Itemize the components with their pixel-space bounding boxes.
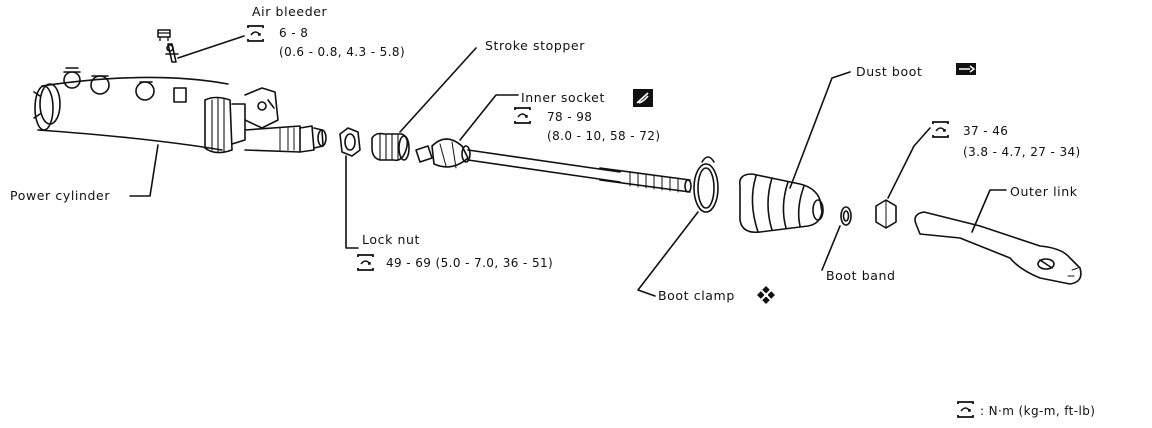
outer-link-nut-part — [876, 200, 896, 228]
boot-clamp-leader — [638, 212, 698, 296]
inner-socket-torque-detail: (8.0 - 10, 58 - 72) — [547, 129, 661, 143]
power-cylinder-part — [34, 68, 326, 153]
air-bleeder-leader — [178, 36, 244, 58]
lock-nut-leader — [346, 156, 358, 248]
grease-icon — [633, 89, 653, 107]
air-bleeder-cap-icon — [157, 28, 171, 41]
inner-socket-leader — [460, 95, 518, 140]
dust-boot-part — [740, 174, 823, 232]
lock-nut-torque-value: 49 - 69 (5.0 - 7.0, 36 - 51) — [386, 256, 554, 270]
boot-clamp-symbol-icon — [757, 286, 775, 304]
grease-icon — [956, 63, 976, 75]
dust-boot-leader — [790, 72, 850, 188]
boot-band-part — [841, 207, 851, 225]
boot-band-label: Boot band — [826, 268, 896, 283]
dust-boot-label: Dust boot — [856, 64, 923, 79]
stroke-stopper-part — [372, 134, 409, 161]
outer-link-torque-value: 37 - 46 — [963, 124, 1009, 138]
legend-unit-text: : N·m (kg-m, ft-lb) — [980, 404, 1096, 418]
torque-wrench-icon — [956, 400, 975, 419]
inner-socket-part — [416, 139, 691, 192]
torque-wrench-icon — [931, 120, 950, 139]
air-bleeder-part — [166, 44, 178, 62]
stroke-stopper-label: Stroke stopper — [485, 38, 585, 53]
outer-link-torque-detail: (3.8 - 4.7, 27 - 34) — [963, 145, 1081, 159]
stroke-stopper-leader — [400, 48, 476, 132]
air-bleeder-torque-value: 6 - 8 — [279, 26, 309, 40]
outer-link-nut-leader — [888, 128, 930, 198]
air-bleeder-label: Air bleeder — [252, 4, 328, 19]
torque-wrench-icon — [513, 106, 532, 125]
outer-link-label: Outer link — [1010, 184, 1078, 199]
torque-wrench-icon — [356, 253, 375, 272]
boot-clamp-label: Boot clamp — [658, 288, 735, 303]
boot-clamp-part — [694, 157, 718, 212]
outer-link-leader — [972, 190, 1006, 232]
power-cylinder-leader — [130, 145, 158, 196]
power-cylinder-label: Power cylinder — [10, 188, 111, 203]
torque-wrench-icon — [246, 24, 265, 43]
lock-nut-part — [340, 128, 360, 156]
lock-nut-label: Lock nut — [362, 232, 421, 247]
boot-band-leader — [822, 226, 840, 270]
inner-socket-label: Inner socket — [521, 90, 605, 105]
air-bleeder-torque-detail: (0.6 - 0.8, 4.3 - 5.8) — [279, 45, 406, 59]
outer-link-part — [915, 212, 1081, 284]
inner-socket-torque-value: 78 - 98 — [547, 110, 593, 124]
